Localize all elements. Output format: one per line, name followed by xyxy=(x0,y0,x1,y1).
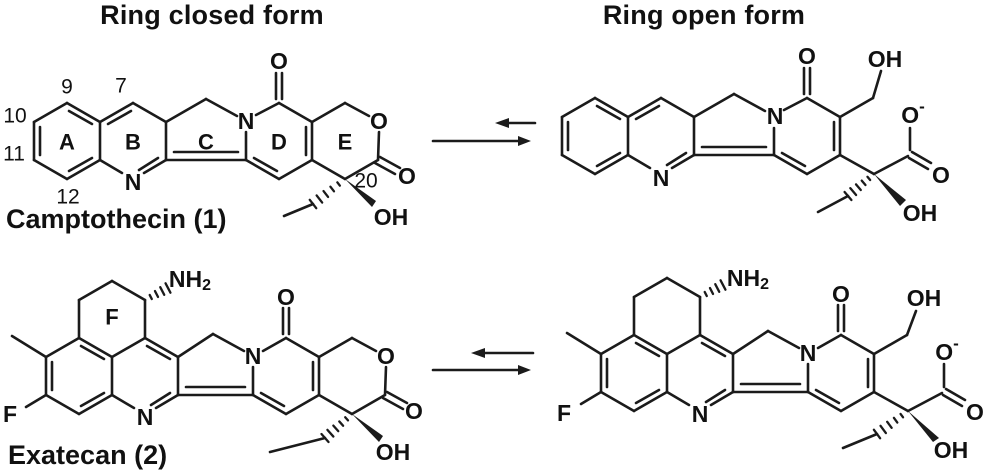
lactam-n-label: N xyxy=(245,343,262,369)
camptothecin-open-structure: N N O OH O- O OH xyxy=(560,43,950,226)
amide-carbonyl-o-label: O xyxy=(832,281,850,307)
ring-e-label: E xyxy=(338,130,353,155)
carboxylate-o-minus-label: O- xyxy=(935,334,959,366)
ring-c-label: C xyxy=(198,130,214,155)
position-7-label: 7 xyxy=(115,75,127,98)
position-20-label: 20 xyxy=(354,170,377,193)
position-9-label: 9 xyxy=(61,76,73,99)
position-12-label: 12 xyxy=(56,186,79,209)
fluoro-substituent-label: F xyxy=(557,400,571,426)
camptothecin-closed-structure: N N O O O OH 20 9 7 10 11 12 A B C D E xyxy=(3,48,416,230)
lactam-n-label: N xyxy=(767,103,784,129)
fluoro-substituent-label: F xyxy=(3,401,17,427)
position-11-label: 11 xyxy=(3,143,25,166)
ring-closed-form-title: Ring closed form xyxy=(100,0,324,30)
quinoline-n-label: N xyxy=(137,404,154,430)
lactam-n-label: N xyxy=(238,108,255,134)
compound-name-camptothecin: Camptothecin (1) xyxy=(6,204,227,234)
lactone-carbonyl-o-label: O xyxy=(398,163,416,189)
c20-hydroxyl-label: OH xyxy=(934,437,969,463)
hydroxymethyl-oh-label: OH xyxy=(907,285,942,311)
amide-carbonyl-o-label: O xyxy=(798,43,816,69)
amide-carbonyl-o-label: O xyxy=(270,48,288,74)
carboxylate-o-minus-label: O- xyxy=(901,97,925,129)
equilibrium-top-forward-arrow xyxy=(431,136,531,146)
equilibrium-bottom-reverse-arrow xyxy=(471,348,535,358)
lactam-n-label: N xyxy=(800,340,817,366)
hydroxymethyl-oh-label: OH xyxy=(868,46,903,72)
equilibrium-top-reverse-arrow xyxy=(495,118,537,128)
lactone-carbonyl-o-label: O xyxy=(405,398,423,424)
c20-hydroxyl-label: OH xyxy=(374,204,409,230)
c20-hydroxyl-label: OH xyxy=(903,200,938,226)
compound-name-exatecan: Exatecan (2) xyxy=(8,440,168,470)
quinoline-n-label: N xyxy=(653,165,670,191)
ring-f-label: F xyxy=(105,305,118,330)
equilibrium-bottom-forward-arrow xyxy=(431,365,531,375)
ring-d-label: D xyxy=(271,130,287,155)
c20-hydroxyl-label: OH xyxy=(376,439,411,465)
ring-b-label: B xyxy=(125,130,141,155)
carboxylate-carbonyl-o-label: O xyxy=(966,399,984,425)
ring-open-form-title: Ring open form xyxy=(602,0,806,30)
amide-carbonyl-o-label: O xyxy=(277,284,295,310)
position-10-label: 10 xyxy=(3,105,26,128)
ring-a-label: A xyxy=(59,130,75,155)
carboxylate-carbonyl-o-label: O xyxy=(932,162,950,188)
amine-nh2-label: NH2 xyxy=(169,266,211,294)
lactone-ring-o-label: O xyxy=(370,108,388,134)
quinoline-n-label: N xyxy=(692,401,709,427)
quinoline-n-label: N xyxy=(125,169,142,195)
lactone-ring-o-label: O xyxy=(377,343,395,369)
amine-nh2-label: NH2 xyxy=(727,265,769,293)
